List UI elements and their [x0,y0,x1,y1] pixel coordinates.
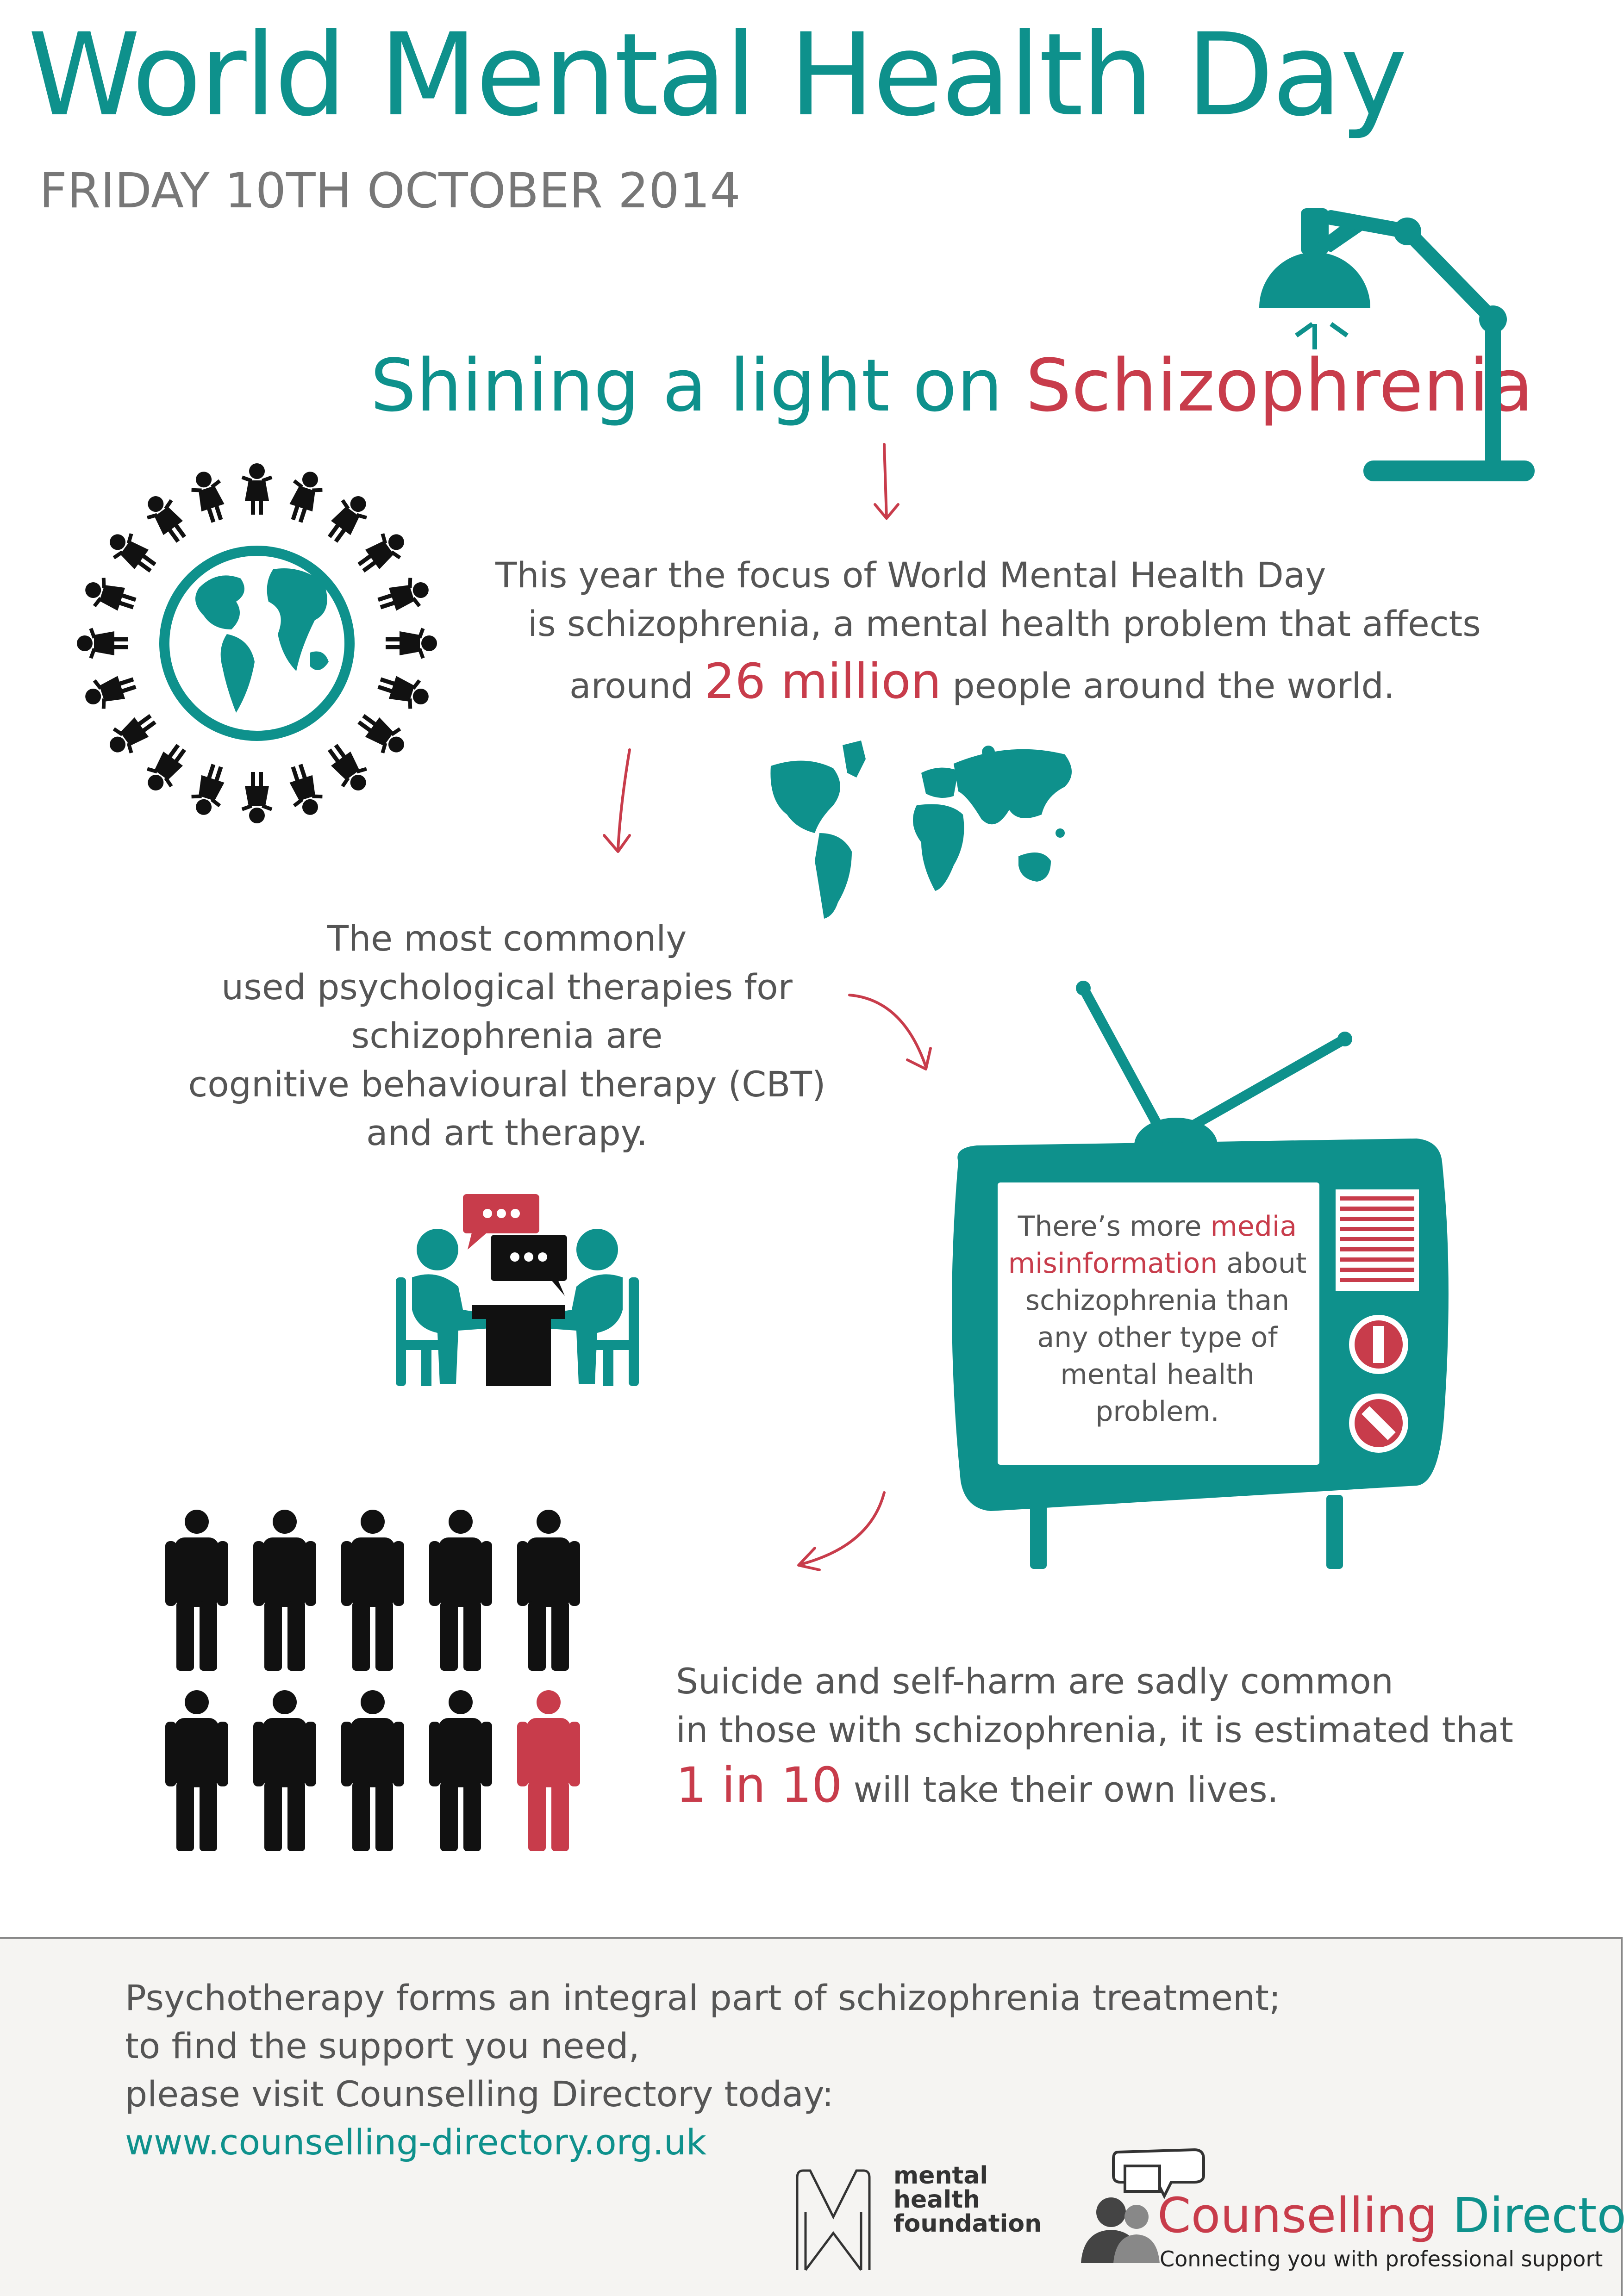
child-figure [110,533,156,573]
person-figure [429,1690,492,1851]
world-map-icon [770,740,1072,919]
fact-prevalence-post: people around the world. [952,665,1395,706]
fact-therapies-line: schizophrenia are [351,1015,663,1056]
mhf-logo-text: mental health foundation [893,2164,1042,2236]
page-subtitle: FRIDAY 10TH OCTOBER 2014 [39,162,741,219]
mhf-line1: mental [893,2162,988,2190]
child-figure [85,578,137,611]
headline-part2: Schizophrenia [1025,343,1534,428]
footer-line2: to find the support you need, [125,2025,640,2066]
footer-line1: Psychotherapy forms an integral part of … [125,1977,1281,2018]
arrow-icon [603,443,932,1571]
child-figure [241,463,273,515]
fact-prevalence-line1: This year the focus of World Mental Heal… [495,554,1326,596]
child-figure [147,496,187,543]
person-figure-highlighted [517,1690,580,1851]
therapy-session-icon [396,1194,639,1386]
television-icon [952,981,1449,1569]
child-figure [357,533,404,573]
child-figure [289,472,323,523]
desk-lamp-icon [1259,208,1535,481]
stat-26-million: 26 million [704,653,942,709]
child-figure [85,676,137,709]
person-figure [253,1510,316,1671]
fact-suicide-post: will take their own lives. [853,1769,1279,1810]
child-figure [377,676,429,709]
mhf-line3: foundation [893,2210,1042,2238]
person-figure [165,1510,228,1671]
footer-text: Psychotherapy forms an integral part of … [125,1974,1281,2166]
people-figures-icon [165,1510,580,1851]
page-title: World Mental Health Day [28,9,1407,142]
headline: Shining a light on Schizophrenia [370,349,1533,422]
fact-prevalence-line3: around 26 million people around the worl… [491,657,1509,710]
person-figure [253,1690,316,1851]
fact-media-highlight: media misinformation [1008,1210,1297,1280]
child-figure [289,764,323,815]
child-figure [377,578,429,611]
fact-media: There’s more media misinformation about … [1000,1208,1315,1430]
footer-url-link[interactable]: www.counselling-directory.org.uk [125,2122,707,2163]
globe-children-icon [77,463,437,823]
cd-word2: Directory [1452,2187,1624,2244]
cd-word1: Counselling [1157,2187,1437,2244]
person-figure [517,1510,580,1671]
stat-1-in-10: 1 in 10 [676,1757,843,1813]
child-figure [191,472,225,523]
child-figure [147,744,187,790]
person-figure [341,1690,404,1851]
fact-suicide: Suicide and self-harm are sadly common i… [676,1657,1555,1814]
child-figure [110,714,156,753]
person-figure [429,1510,492,1671]
fact-media-post: about schizophrenia than any other type … [1025,1247,1307,1428]
fact-therapies-line: The most commonly [327,918,687,959]
fact-suicide-line2: in those with schizophrenia, it is estim… [676,1709,1513,1750]
fact-prevalence-line2: is schizophrenia, a mental health proble… [528,603,1481,644]
child-figure [241,772,273,823]
fact-suicide-line3: 1 in 10 will take their own lives. [676,1761,1555,1814]
child-figure [327,496,367,543]
mhf-line2: health [893,2186,981,2214]
child-figure [386,628,437,659]
fact-media-pre: There’s more [1018,1210,1202,1243]
counselling-directory-logo-text: Counselling Directory [1157,2191,1624,2240]
child-figure [77,628,128,659]
fact-therapies-line: and art therapy. [366,1112,648,1153]
person-figure [165,1690,228,1851]
headline-part1: Shining a light on [370,343,1003,428]
child-figure [191,764,225,815]
fact-therapies: The most commonly used psychological the… [176,914,838,1157]
child-figure [357,714,404,753]
fact-prevalence: This year the focus of World Mental Heal… [491,551,1509,710]
child-figure [327,744,367,790]
fact-suicide-line1: Suicide and self-harm are sadly common [676,1661,1393,1702]
fact-therapies-line: used psychological therapies for [221,966,793,1008]
counselling-directory-tagline: Connecting you with professional support [1160,2246,1603,2271]
person-figure [341,1510,404,1671]
fact-prevalence-pre: around [569,665,693,706]
footer-line3: please visit Counselling Directory today… [125,2073,834,2115]
fact-therapies-line: cognitive behavioural therapy (CBT) [188,1064,826,1105]
